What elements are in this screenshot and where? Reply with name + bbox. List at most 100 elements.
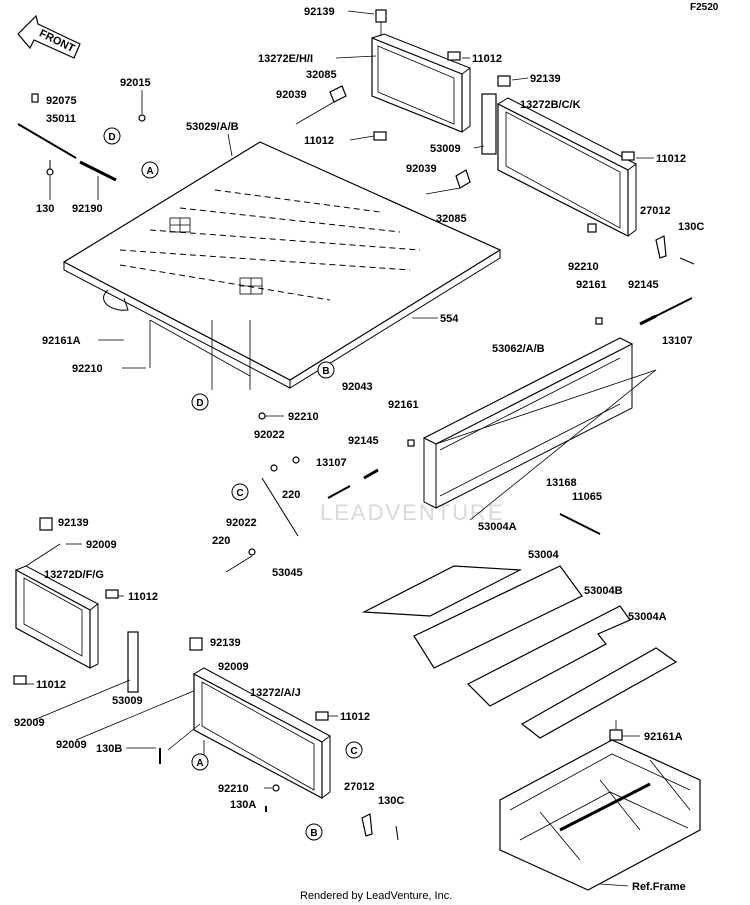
cap-icon [447,51,461,61]
callout-B-bottom: B [305,823,323,841]
svg-text:B: B [322,366,329,377]
mat-53004A-a [361,565,523,617]
part-label: 92210 [72,363,103,375]
part-label: 27012 [344,781,375,793]
watermark: LEADVENTURE [320,500,505,525]
part-label: 53009 [112,695,143,707]
part-label: 92043 [342,381,373,393]
part-label: 13272B/C/K [520,99,581,111]
part-label: 92161 [576,279,607,291]
svg-text:C: C [350,746,357,757]
part-label: 11012 [128,591,158,603]
bed-floor-panel [62,141,502,390]
cap-icon [315,711,329,721]
part-label: 130C [678,221,704,233]
stake-pocket-53009-b [127,631,139,693]
callout-D-bottom: D [191,393,209,411]
part-label: 92210 [218,783,249,795]
part-label: 35011 [46,113,76,125]
callout-A-top: A [141,161,159,179]
part-label: 13272E/H/I [258,53,313,65]
part-label: 92161 [388,399,419,411]
callout-C-left: C [231,483,249,501]
part-label: 13107 [662,335,693,347]
part-label: 13168 [546,477,577,489]
part-label: 11065 [572,491,602,503]
part-label: 92161A [42,335,81,347]
callout-D-top: D [103,127,121,145]
part-label: 92039 [276,89,307,101]
cap-icon [105,589,119,599]
part-label: 11012 [304,135,334,147]
svg-text:A: A [196,758,203,769]
part-label: 92009 [218,661,249,673]
latch-27012 [655,235,667,259]
part-label: 27012 [640,205,671,217]
svg-text:A: A [146,166,153,177]
part-label: 92075 [46,95,77,107]
callout-A-bottom: A [191,753,209,771]
svg-text:C: C [236,488,243,499]
diagram-code: F2520 [690,2,719,13]
tailgate-53062 [225,297,693,573]
cap-icon [13,675,27,685]
part-label: 53004A [628,611,667,623]
front-arrow-icon: FRONT [17,14,81,59]
part-label: 92210 [568,261,599,273]
part-label: 53004A [478,521,517,533]
part-label: 11012 [340,711,370,723]
side-panel-13272BCK [425,75,695,265]
part-label: 92139 [304,6,335,18]
plug-icon [189,637,203,651]
footer-credit: Rendered by LeadVenture, Inc. [300,890,452,902]
stake-pocket-53009 [481,93,497,155]
frame-reference [499,720,701,891]
part-label: 92039 [406,163,437,175]
part-label: 92139 [530,73,561,85]
side-panel-13272EHI [295,9,472,141]
part-label: 53029/A/B [186,121,239,133]
part-label: 53009 [430,143,461,155]
side-panel-13272DFG [13,517,197,741]
part-label: 13107 [316,457,347,469]
part-label: 53062/A/B [492,343,545,355]
part-label: 92022 [226,517,257,529]
part-label: 130C [378,795,404,807]
svg-text:B: B [310,828,317,839]
side-panel-13272AJ [159,637,399,841]
part-label: 92210 [288,411,319,423]
mat-53004 [413,565,583,669]
part-label: 32085 [306,69,337,81]
part-label: 11012 [36,679,66,691]
part-label: 11012 [656,153,686,165]
part-label: 32085 [436,213,467,225]
plug-icon [39,517,53,531]
cap-icon [373,131,387,141]
part-label: 92139 [210,637,241,649]
part-label: 92009 [14,717,45,729]
part-label: 11012 [472,53,502,65]
part-label: 13272/A/J [250,687,301,699]
small-hardware-top-left [17,93,146,182]
part-label: 92009 [56,739,87,751]
ref-frame-label: Ref.Frame [632,881,686,893]
part-label: 130B [96,743,122,755]
part-label: 92190 [72,203,103,215]
mat-53004B [466,605,631,707]
part-label: 130 [36,203,54,215]
part-label: 554 [440,313,459,325]
callout-C-right: C [345,741,363,759]
part-label: 130A [230,799,256,811]
latch-27012-b [361,813,373,837]
plug-icon [497,75,511,87]
svg-text:D: D [108,132,115,143]
cap-icon [621,151,635,161]
svg-text:D: D [196,398,203,409]
part-label: 92139 [58,517,89,529]
mat-53004A-b [520,647,678,739]
part-label: 53004B [584,585,623,597]
part-label: 92015 [120,77,151,89]
callout-B-top: B [317,361,335,379]
part-label: 53045 [272,567,303,579]
